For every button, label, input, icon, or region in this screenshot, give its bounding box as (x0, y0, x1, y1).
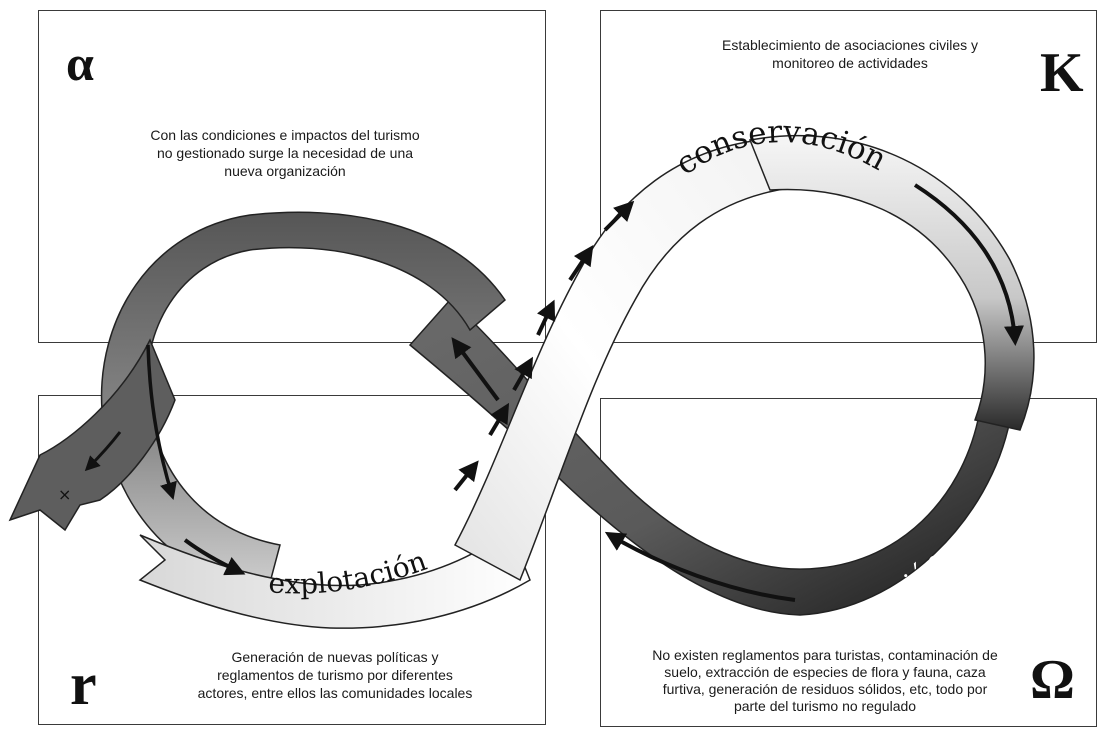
r-symbol: r (70, 651, 97, 717)
alpha-description-line: Con las condiciones e impactos del turis… (150, 127, 420, 143)
omega-symbol: Ω (1030, 649, 1075, 711)
exit-mark: × (58, 485, 71, 504)
k-description-line: monitoreo de actividades (772, 55, 928, 71)
conservation-band (748, 134, 1035, 431)
exploitation-band (138, 528, 531, 629)
exit-arrow (84, 431, 122, 472)
r-description-line: reglamentos de turismo por diferentes (217, 667, 453, 683)
omega-description-line: suelo, extracción de especies de flora y… (664, 664, 986, 680)
reorganization-descent-arrow (146, 344, 177, 501)
k-description: Establecimiento de asociaciones civiles … (655, 36, 1045, 72)
r-description-line: actores, entre ellos las comunidades loc… (197, 685, 473, 701)
exploitation-growth-arrows (453, 200, 635, 492)
reorganization-label-text: reorganización (190, 257, 396, 334)
omega-description: No existen reglamentos para turistas, co… (615, 647, 1035, 715)
liberation-band (408, 298, 1011, 616)
alpha-description-line: nueva organización (224, 163, 346, 179)
alpha-symbol: α (66, 35, 94, 91)
omega-description-line: furtiva, generación de residuos sólidos,… (662, 681, 988, 697)
alpha-description: Con las condiciones e impactos del turis… (110, 126, 460, 180)
conservation-arrow (913, 183, 1024, 346)
reorganization-label: reorganización (190, 257, 396, 334)
k-description-line: Establecimiento de asociaciones civiles … (721, 37, 978, 53)
exploitation-arrow (183, 538, 246, 576)
omega-description-line: parte del turismo no regulado (733, 698, 917, 714)
liberation-arrow (604, 531, 796, 602)
r-description: Generación de nuevas políticas y reglame… (155, 648, 515, 702)
alpha-description-line: no gestionado surge la necesidad de una (156, 145, 414, 161)
r-description-line: Generación de nuevas políticas y (231, 649, 439, 665)
reorganization-arrow (451, 337, 500, 402)
k-symbol: K (1040, 42, 1084, 104)
omega-description-line: No existen reglamentos para turistas, co… (652, 647, 998, 663)
